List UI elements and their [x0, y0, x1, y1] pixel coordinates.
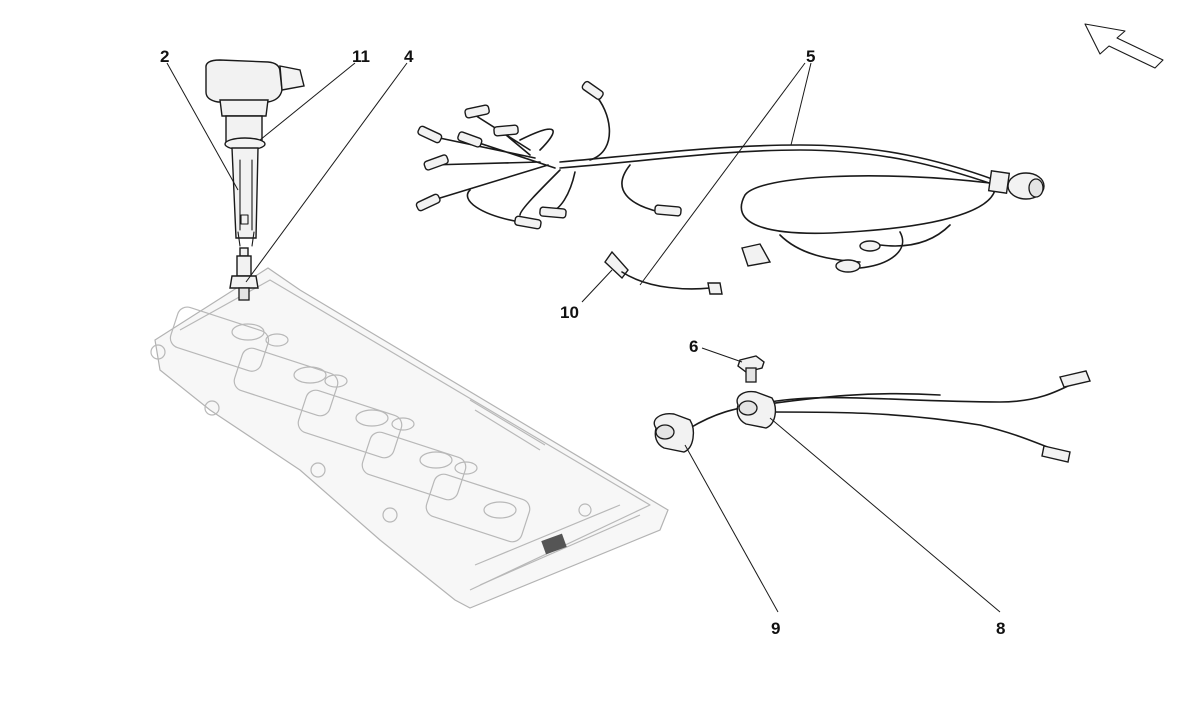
direction-arrow-icon	[1084, 23, 1164, 69]
leader-lines	[166, 62, 1001, 613]
callout-5: 5	[806, 47, 816, 66]
ignition-coil	[205, 59, 305, 247]
callout-9: 9	[771, 619, 781, 638]
callout-8: 8	[996, 619, 1006, 638]
spark-plug	[229, 247, 259, 301]
callout-6: 6	[689, 337, 699, 356]
bolt	[737, 355, 765, 383]
knock-sensors	[653, 370, 1091, 463]
callout-4: 4	[404, 47, 414, 66]
callout-10: 10	[560, 303, 579, 322]
cylinder-head-cover	[150, 267, 669, 609]
wiring-harness	[415, 80, 1045, 273]
callout-2: 2	[160, 47, 170, 66]
sensor-10	[604, 250, 723, 295]
callout-11: 11	[352, 47, 370, 66]
